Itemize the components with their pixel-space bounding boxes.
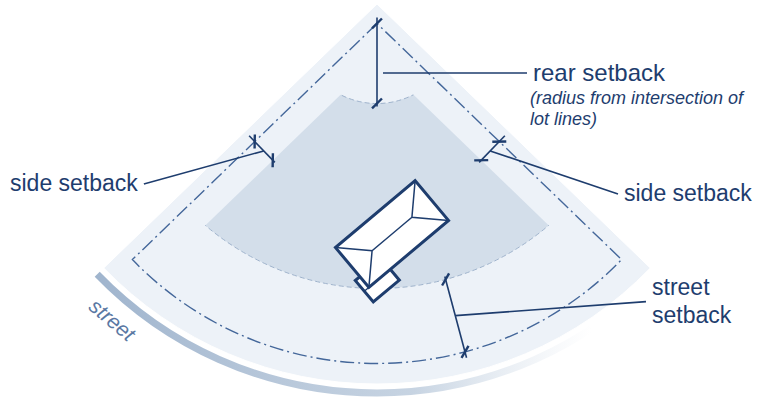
side-setback-label: side setback — [624, 180, 752, 208]
dimension-line — [376, 17, 378, 106]
dimension-tick — [372, 99, 382, 109]
street-setback-label: street setback — [652, 274, 752, 329]
rear-setback-label: rear setback — [533, 59, 665, 88]
dimension-tick — [442, 273, 449, 285]
dimension-tick — [492, 140, 506, 143]
street-label: street — [84, 293, 140, 346]
roof-line — [372, 217, 412, 250]
leader-line — [490, 151, 618, 194]
dimension-tick — [253, 135, 256, 149]
dimension-tick — [372, 19, 382, 29]
house — [331, 181, 458, 302]
side-setback-label: side setback — [10, 170, 138, 198]
roof-line — [335, 231, 388, 288]
dimension-line — [249, 136, 275, 163]
dimension-line — [479, 136, 505, 163]
dimension-tick — [461, 346, 468, 358]
leader-line — [455, 302, 646, 316]
leader-line — [383, 72, 527, 74]
dimension-line — [445, 277, 467, 358]
house-body — [335, 181, 448, 288]
rear-setback-note: (radius from intersection of lot lines) — [530, 88, 752, 129]
leader-line — [144, 151, 264, 184]
roof-line — [395, 181, 448, 238]
dimension-tick — [271, 153, 274, 167]
dimension-tick — [474, 159, 488, 162]
